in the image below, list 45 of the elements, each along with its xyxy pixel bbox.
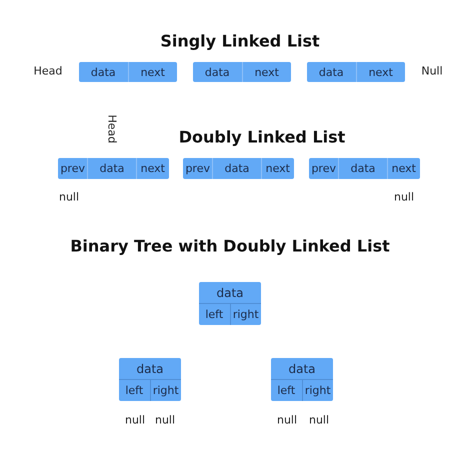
field-name: data [287,360,317,378]
list-node-box [307,62,405,82]
pointer-label: null [58,190,80,204]
list-node-box [309,158,420,179]
pointer-label: null [124,414,146,426]
field-name: left [276,383,296,399]
field-name: next [136,158,169,179]
pointer-label: Head [106,114,118,144]
field-name: prev [310,161,337,177]
field-name: right [230,304,261,325]
pointer-label: null [276,414,298,426]
field-name: prev [184,161,211,177]
pointer-label: null [394,190,414,204]
tree-node-box [119,358,181,401]
field-name: prev [59,161,86,177]
field-name: next [128,62,177,82]
section-heading: Singly Linked List [160,32,320,50]
field-name: data [135,360,165,378]
field-name: data [87,158,136,179]
field-name: next [260,158,294,179]
list-node-box [58,158,169,179]
field-name: left [124,383,144,399]
tree-node-box [271,358,333,401]
field-name: data [212,158,261,179]
field-name: next [386,158,420,179]
field-name: data [215,284,245,302]
field-name: data [204,64,231,80]
field-name: right [150,380,181,401]
section-heading: Binary Tree with Doubly Linked List [70,236,390,256]
tree-node-box [199,282,261,325]
field-name: data [338,158,387,179]
section-heading: Doubly Linked List [178,128,346,146]
field-name: next [242,62,291,82]
pointer-label: Head [34,64,62,78]
pointer-label: null [308,414,330,426]
field-name: left [204,307,224,323]
list-node-box [79,62,177,82]
pointer-label: Null [421,64,443,78]
field-name: data [90,64,117,80]
field-name: right [302,380,333,401]
pointer-label: null [154,414,176,426]
list-node-box [193,62,291,82]
list-node-box [183,158,294,179]
field-name: data [318,64,345,80]
field-name: next [356,62,405,82]
